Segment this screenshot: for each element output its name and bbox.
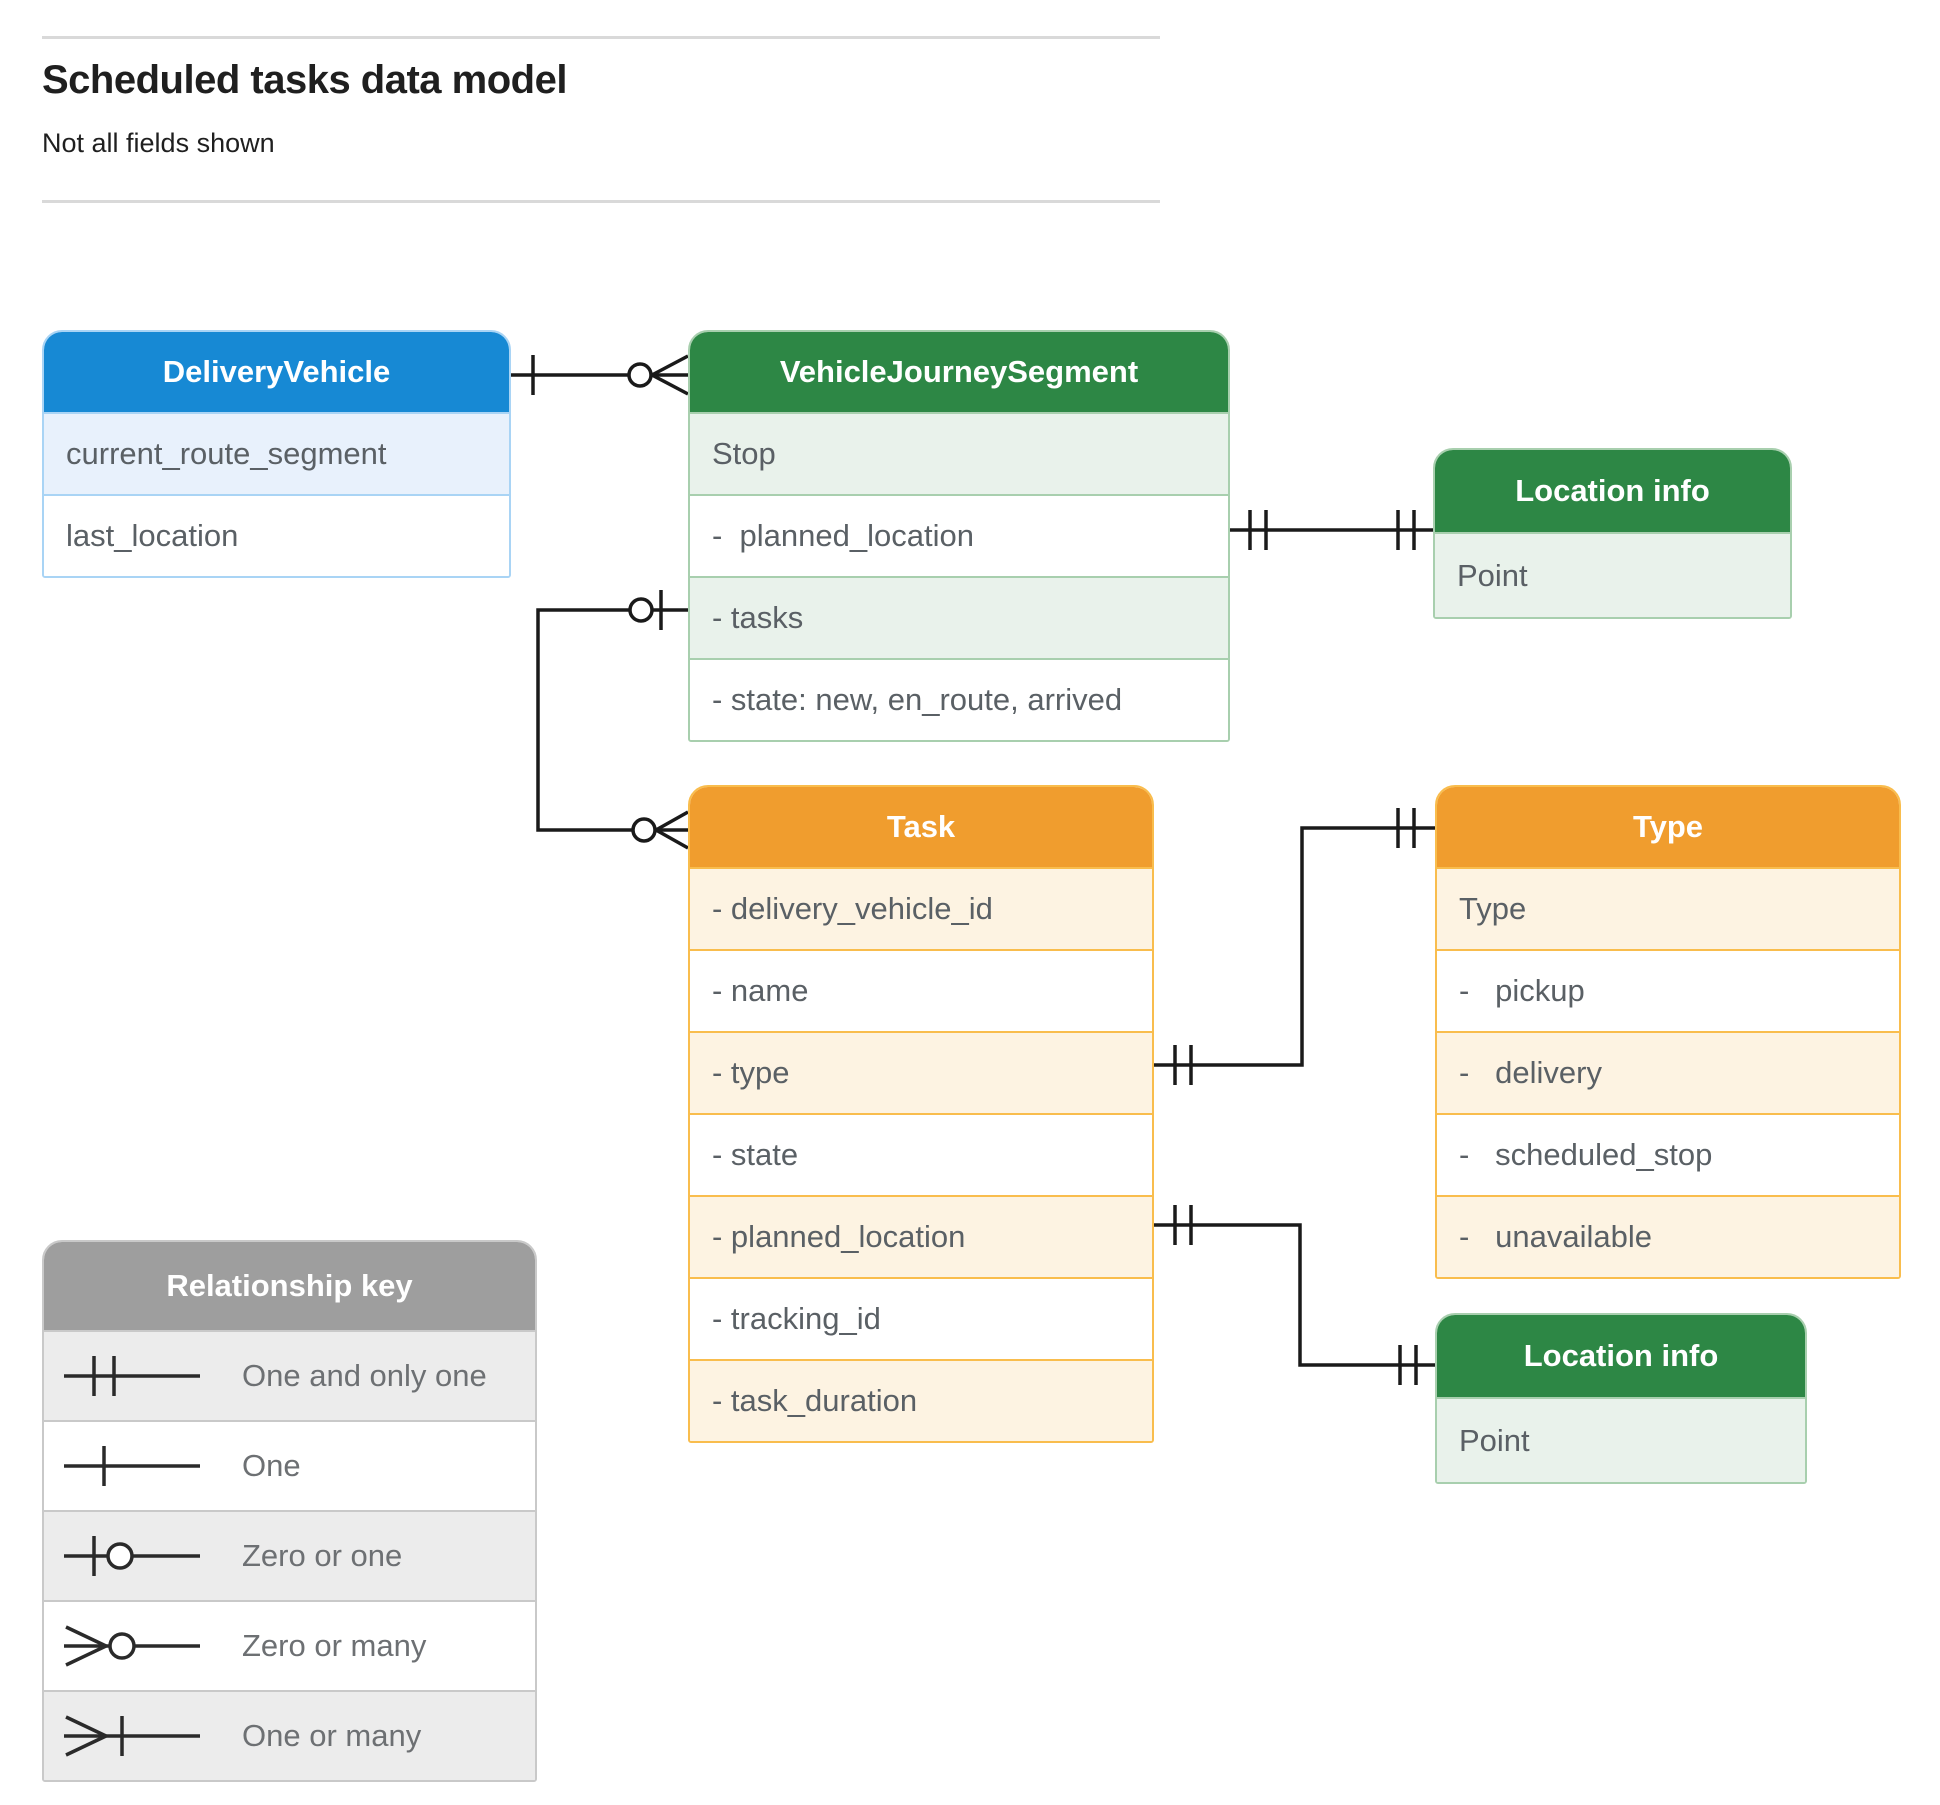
field-row: Point bbox=[1435, 532, 1790, 617]
one-and-only-one-icon bbox=[64, 1356, 200, 1396]
entity-header-location-info-bottom: Location info bbox=[1437, 1315, 1805, 1397]
page-title: Scheduled tasks data model bbox=[42, 58, 567, 102]
key-label: One and only one bbox=[242, 1358, 487, 1393]
field-row: - scheduled_stop bbox=[1437, 1113, 1899, 1195]
connector-task-locationinfo-bottom bbox=[1150, 1205, 1435, 1385]
field-row: current_route_segment bbox=[44, 412, 509, 494]
header-bottom-divider bbox=[42, 200, 1160, 203]
field-row: - unavailable bbox=[1437, 1195, 1899, 1277]
entity-location-info-bottom: Location info Point bbox=[1435, 1313, 1807, 1484]
key-label: Zero or many bbox=[242, 1628, 427, 1663]
page-subtitle: Not all fields shown bbox=[42, 128, 275, 158]
field-row: - type bbox=[690, 1031, 1152, 1113]
entity-header-vehicle-journey-segment: VehicleJourneySegment bbox=[690, 332, 1228, 412]
entity-vehicle-journey-segment: VehicleJourneySegment Stop - planned_loc… bbox=[688, 330, 1230, 742]
entity-location-info-top: Location info Point bbox=[1433, 448, 1792, 619]
zero-or-one-icon bbox=[64, 1536, 200, 1576]
key-row-one: One bbox=[44, 1420, 535, 1510]
field-row: - delivery_vehicle_id bbox=[690, 867, 1152, 949]
field-row: - name bbox=[690, 949, 1152, 1031]
field-row: - tasks bbox=[690, 576, 1228, 658]
key-label: Zero or one bbox=[242, 1538, 403, 1573]
field-row: - state bbox=[690, 1113, 1152, 1195]
relationship-key: Relationship key One and only one One Ze bbox=[42, 1240, 537, 1782]
relationship-key-header: Relationship key bbox=[44, 1242, 535, 1330]
field-row: - delivery bbox=[1437, 1031, 1899, 1113]
key-label: One or many bbox=[242, 1718, 422, 1753]
key-row-one-or-many: One or many bbox=[44, 1690, 535, 1780]
entity-header-type: Type bbox=[1437, 787, 1899, 867]
field-row: Point bbox=[1437, 1397, 1805, 1482]
key-row-zero-or-many: Zero or many bbox=[44, 1600, 535, 1690]
field-row: - pickup bbox=[1437, 949, 1899, 1031]
connector-vjs-locationinfo-top bbox=[1226, 510, 1433, 550]
one-or-many-icon bbox=[64, 1715, 200, 1757]
field-row: - planned_location bbox=[690, 494, 1228, 576]
one-icon bbox=[64, 1446, 200, 1486]
entity-task: Task - delivery_vehicle_id - name - type… bbox=[688, 785, 1154, 1443]
connector-task-type bbox=[1150, 808, 1435, 1085]
zero-or-many-icon bbox=[64, 1625, 200, 1667]
connector-vjs-task bbox=[536, 590, 689, 850]
connector-deliveryvehicle-vehiclejourneysegment bbox=[507, 354, 689, 396]
key-row-one-and-only-one: One and only one bbox=[44, 1330, 535, 1420]
field-row: - planned_location bbox=[690, 1195, 1152, 1277]
key-row-zero-or-one: Zero or one bbox=[44, 1510, 535, 1600]
key-label: One bbox=[242, 1448, 301, 1483]
field-row: - task_duration bbox=[690, 1359, 1152, 1441]
entity-delivery-vehicle: DeliveryVehicle current_route_segment la… bbox=[42, 330, 511, 578]
top-divider bbox=[42, 36, 1160, 39]
entity-header-task: Task bbox=[690, 787, 1152, 867]
field-row: - tracking_id bbox=[690, 1277, 1152, 1359]
entity-header-delivery-vehicle: DeliveryVehicle bbox=[44, 332, 509, 412]
field-row: last_location bbox=[44, 494, 509, 576]
entity-type: Type Type - pickup - delivery - schedule… bbox=[1435, 785, 1901, 1279]
field-row: Stop bbox=[690, 412, 1228, 494]
field-row: - state: new, en_route, arrived bbox=[690, 658, 1228, 740]
field-row: Type bbox=[1437, 867, 1899, 949]
entity-header-location-info-top: Location info bbox=[1435, 450, 1790, 532]
